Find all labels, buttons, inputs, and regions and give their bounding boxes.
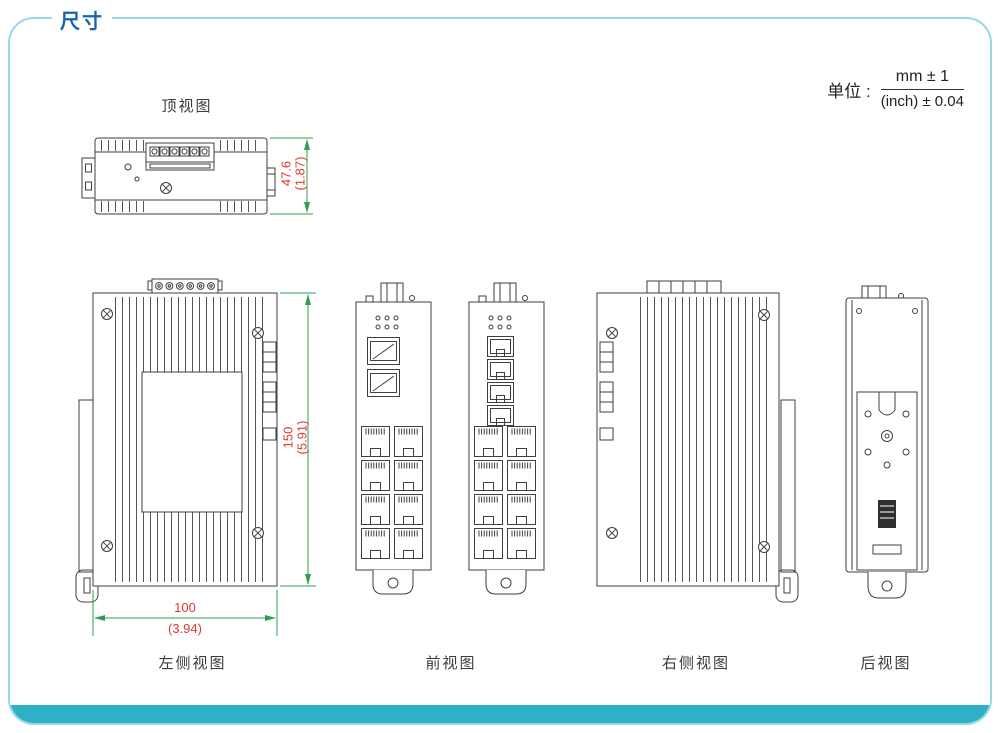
units-label: 单位 : <box>827 81 871 101</box>
units-metric: mm ± 1 <box>880 68 964 90</box>
depth-dimension-inch: (1.87) <box>292 156 308 191</box>
units-imperial: (inch) ± 0.04 <box>880 93 964 110</box>
units-note: 单位 : mm ± 1 (inch) ± 0.04 <box>827 68 964 110</box>
width-dimension-mm: 100 <box>174 600 196 615</box>
right-side-view-label: 右侧视图 <box>661 655 730 672</box>
front-view-b-drawing <box>468 282 545 595</box>
page-title: 尺寸 <box>52 5 112 34</box>
height-dimension-mm: 150 <box>280 426 296 449</box>
depth-dimension-mm: 47.6 <box>278 160 294 187</box>
height-dimension-inch: (5.91) <box>294 420 310 455</box>
rear-view-label: 后视图 <box>860 655 912 672</box>
front-view-label: 前视图 <box>425 655 477 672</box>
width-dimension-inch: (3.94) <box>168 621 202 636</box>
dimension-lines <box>92 137 316 636</box>
units-fraction: mm ± 1 (inch) ± 0.04 <box>880 68 964 110</box>
left-side-view-drawing <box>75 278 278 603</box>
left-side-view-label: 左侧视图 <box>158 655 227 672</box>
dimension-arrowheads <box>94 139 311 621</box>
top-view-drawing <box>81 137 276 215</box>
rear-view-drawing <box>845 285 929 599</box>
top-view-label: 顶视图 <box>161 98 213 115</box>
right-side-view-drawing <box>596 280 799 603</box>
footer-accent-bar <box>10 705 990 723</box>
page-frame <box>8 17 992 725</box>
front-view-a-drawing <box>355 282 432 595</box>
